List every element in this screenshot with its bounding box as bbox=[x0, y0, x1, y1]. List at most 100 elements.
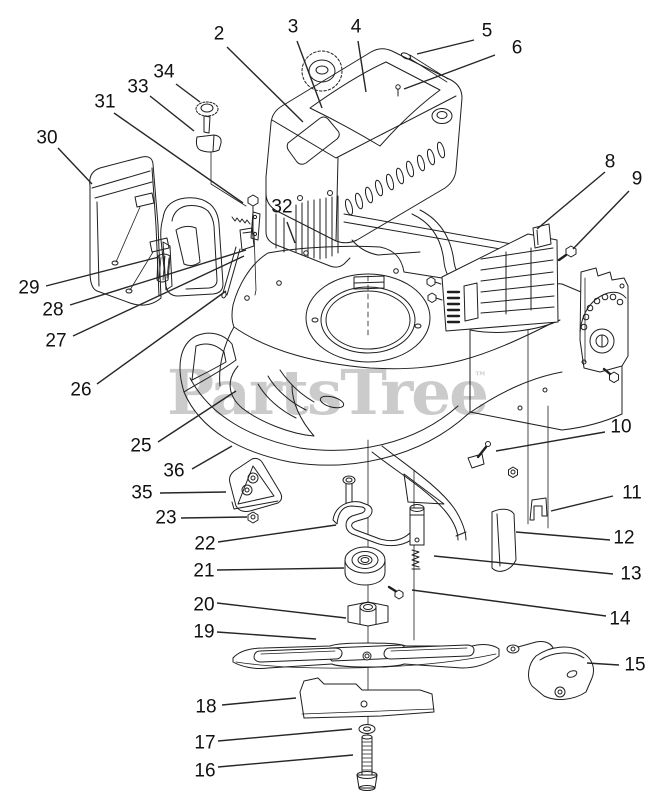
door-bracket bbox=[529, 497, 548, 521]
callout-8: 8 bbox=[605, 152, 616, 173]
leader-line-35 bbox=[159, 491, 227, 494]
callout-10: 10 bbox=[610, 417, 631, 438]
leader-line-33 bbox=[149, 95, 195, 132]
brake-linkage bbox=[221, 194, 261, 299]
callout-31: 31 bbox=[94, 92, 115, 113]
callout-35: 35 bbox=[131, 483, 152, 504]
engine-label-patch bbox=[286, 116, 340, 165]
callout-33: 33 bbox=[127, 77, 148, 98]
chute-deflector bbox=[506, 641, 595, 700]
leader-line-30 bbox=[57, 147, 93, 185]
callout-32: 32 bbox=[271, 197, 292, 218]
callout-6: 6 bbox=[512, 38, 523, 59]
leader-line-8 bbox=[536, 171, 606, 230]
bearing bbox=[344, 546, 386, 586]
leader-line-32 bbox=[286, 221, 296, 244]
leader-line-4 bbox=[357, 40, 367, 93]
rear-baffle bbox=[371, 329, 549, 572]
leader-line-14 bbox=[411, 589, 607, 617]
callout-3: 3 bbox=[288, 17, 299, 38]
watermark-tm: ™ bbox=[474, 370, 485, 385]
chute-guard bbox=[160, 197, 224, 297]
callout-14: 14 bbox=[609, 609, 631, 630]
flange-nut bbox=[508, 466, 518, 479]
leader-line-18 bbox=[221, 697, 297, 706]
belt-cover bbox=[229, 457, 283, 524]
leader-line-2 bbox=[226, 46, 304, 123]
fuel-cap bbox=[301, 50, 343, 92]
carburetor-fins bbox=[295, 195, 339, 260]
spacer-block bbox=[347, 601, 389, 627]
leader-line-3 bbox=[296, 40, 323, 109]
baffle-clip bbox=[467, 453, 485, 469]
cap-and-clip bbox=[195, 101, 247, 207]
washer bbox=[358, 724, 376, 734]
callout-12: 12 bbox=[613, 528, 634, 549]
spring bbox=[231, 216, 251, 225]
leader-line-20 bbox=[216, 602, 347, 619]
engine-assembly bbox=[265, 48, 513, 268]
leader-line-12 bbox=[515, 531, 611, 541]
leader-line-15 bbox=[586, 662, 620, 666]
blade-stiffener bbox=[299, 677, 435, 719]
leader-line-26 bbox=[96, 290, 227, 385]
callout-36: 36 bbox=[163, 461, 184, 482]
blade-stack bbox=[232, 439, 500, 791]
callout-22: 22 bbox=[194, 534, 215, 555]
leader-line-5 bbox=[416, 39, 475, 55]
callout-28: 28 bbox=[42, 300, 63, 321]
callout-20: 20 bbox=[193, 595, 214, 616]
lock-pin bbox=[409, 504, 425, 570]
callout-19: 19 bbox=[193, 622, 214, 643]
callout-5: 5 bbox=[482, 21, 493, 42]
leader-line-16 bbox=[217, 754, 354, 768]
vent-slots bbox=[344, 141, 446, 216]
leader-line-36 bbox=[191, 445, 233, 470]
callout-34: 34 bbox=[153, 62, 175, 83]
oil-cap bbox=[431, 108, 453, 124]
callout-2: 2 bbox=[214, 24, 225, 45]
muffler-guard bbox=[441, 223, 577, 332]
set-screw bbox=[387, 585, 404, 600]
brake-bracket bbox=[239, 227, 255, 251]
rear-cover bbox=[89, 156, 170, 306]
blade-bolt bbox=[356, 734, 378, 791]
leader-line-17 bbox=[217, 728, 353, 742]
blade bbox=[232, 642, 500, 669]
clip bbox=[195, 134, 222, 153]
leader-line-23 bbox=[180, 516, 248, 519]
leader-line-21 bbox=[216, 567, 345, 571]
discharge-door bbox=[491, 508, 517, 572]
callout-21: 21 bbox=[193, 561, 214, 582]
leader-line-29 bbox=[45, 256, 160, 287]
cover-nut bbox=[247, 511, 259, 524]
callout-18: 18 bbox=[195, 697, 216, 718]
engine-shroud bbox=[265, 48, 463, 244]
callout-11: 11 bbox=[622, 483, 642, 504]
height-adjuster-plate bbox=[579, 267, 629, 384]
callout-4: 4 bbox=[351, 17, 362, 38]
callout-25: 25 bbox=[130, 436, 151, 457]
callout-9: 9 bbox=[632, 169, 643, 190]
leader-line-22 bbox=[217, 524, 337, 543]
leader-line-13 bbox=[433, 555, 614, 575]
blade-adapter bbox=[332, 475, 417, 547]
deflector-flag bbox=[403, 473, 445, 505]
leader-line-6 bbox=[403, 54, 496, 90]
callout-15: 15 bbox=[624, 655, 645, 676]
callout-23: 23 bbox=[155, 508, 176, 529]
leader-line-11 bbox=[550, 495, 614, 512]
callout-30: 30 bbox=[36, 128, 57, 149]
callout-27: 27 bbox=[45, 331, 66, 352]
mount-bolt bbox=[247, 194, 259, 207]
callout-17: 17 bbox=[194, 733, 215, 754]
leader-line-25 bbox=[157, 390, 237, 443]
callout-29: 29 bbox=[18, 278, 39, 299]
leader-line-28 bbox=[69, 249, 247, 306]
leader-line-31 bbox=[113, 112, 244, 204]
callout-26: 26 bbox=[70, 380, 91, 401]
callout-16: 16 bbox=[194, 761, 215, 782]
leader-line-27 bbox=[72, 255, 245, 337]
